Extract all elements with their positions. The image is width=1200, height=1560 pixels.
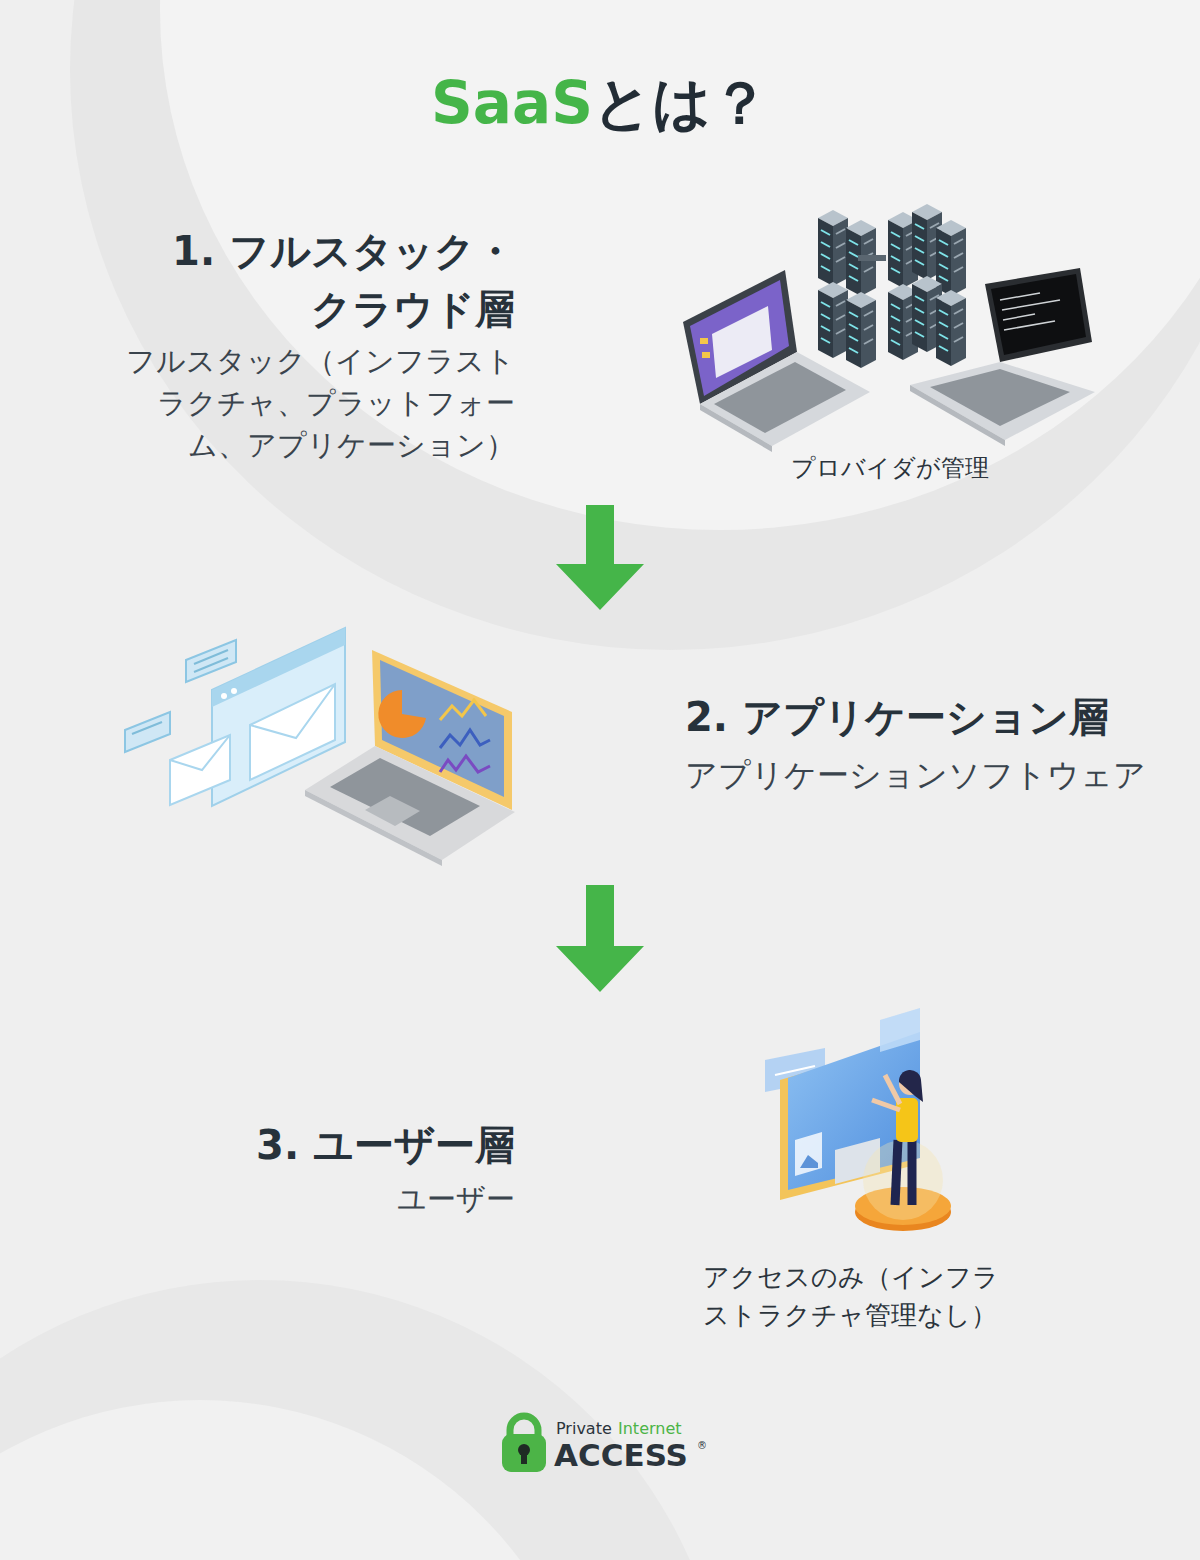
user-screen-part	[863, 1140, 943, 1220]
user-screen-part	[800, 1155, 818, 1168]
server-laptops-part	[936, 290, 966, 366]
server-laptops-part	[1000, 293, 1040, 300]
illustration-caption: アクセスのみ（インフラストラクチャ管理なし）	[703, 1258, 1025, 1334]
logo-text: Internet	[618, 1419, 698, 1439]
logo-icon	[502, 1416, 546, 1472]
email-laptop-part	[132, 722, 162, 734]
email-laptop-part	[221, 693, 227, 699]
title: SaaSとは？	[431, 70, 769, 136]
email-laptop-part	[305, 790, 442, 866]
email-laptop-part	[250, 684, 335, 738]
server-laptops-part	[700, 404, 772, 452]
illustration-caption: プロバイダが管理	[740, 452, 1040, 484]
registered-mark: ®	[697, 1440, 717, 1452]
background-part	[0, 1280, 730, 1560]
email-laptop-part	[194, 650, 228, 664]
email-laptop-part	[330, 758, 480, 836]
layer-group: 2. アプリケーション層アプリケーションソフトウェア	[100, 610, 1100, 885]
logo-icon-part	[510, 1416, 538, 1436]
server-laptops-part	[858, 255, 886, 261]
layer-description: アプリケーションソフトウェア	[685, 753, 1185, 797]
flow-arrow	[556, 885, 644, 992]
email-laptop-part	[186, 640, 236, 682]
logo-icon-part	[502, 1434, 546, 1472]
layer-heading: 2. アプリケーション層	[685, 688, 1185, 746]
server-laptops-part	[930, 369, 1070, 426]
server-laptops-part	[714, 362, 846, 433]
layer-description: フルスタック（インフラストラクチャ、プラットフォーム、アプリケーション）	[125, 340, 515, 466]
email-laptop-part	[125, 712, 170, 752]
email-laptop-part	[440, 730, 490, 748]
email-laptop-part	[305, 746, 515, 860]
user-screen-part	[795, 1132, 822, 1176]
logo-text: Private	[556, 1419, 616, 1439]
server-laptops-part	[712, 306, 772, 378]
layer-description: ユーザー	[140, 1178, 515, 1220]
email-laptop-part	[440, 756, 490, 772]
server-laptops-part	[1004, 321, 1055, 330]
user-screen-part	[896, 1098, 918, 1142]
email-laptop-part	[440, 700, 486, 720]
server-laptops-part	[700, 352, 870, 446]
server-laptops	[683, 204, 1095, 452]
server-laptops-part	[818, 210, 848, 286]
email-laptop	[125, 628, 515, 866]
email-laptop-part	[365, 796, 420, 826]
user-screen-part	[885, 1075, 900, 1104]
server-laptops-part	[910, 385, 1005, 446]
user-screen-part	[880, 1008, 920, 1052]
server-laptops-part	[1002, 300, 1060, 310]
background-part	[0, 1400, 600, 1560]
email-laptop-part	[231, 688, 237, 694]
email-laptop-part	[378, 690, 426, 738]
logo-wordmark: ACCESS	[554, 1436, 714, 1474]
server-laptops-part	[910, 362, 1095, 440]
email-laptop-part	[170, 735, 230, 805]
server-laptops-part	[985, 268, 1092, 362]
server-laptops-part	[846, 292, 876, 368]
server-laptops-part	[700, 338, 708, 344]
email-laptop-part	[250, 684, 335, 780]
layer-heading: 1. フルスタック・クラウド層	[140, 222, 515, 338]
server-laptops-part	[702, 352, 710, 358]
user-screen-part	[872, 1100, 900, 1110]
title-wrap: SaaSとは？	[0, 70, 1200, 136]
user-screen-part	[895, 1140, 898, 1205]
server-laptops-part	[1003, 314, 1035, 320]
flow-arrow	[556, 505, 644, 610]
layer-heading: 3. ユーザー層	[140, 1116, 515, 1174]
logo-icon-part	[521, 1452, 527, 1464]
email-laptop-part	[170, 735, 230, 770]
user-screen-part	[899, 1070, 923, 1102]
server-laptops-part	[818, 282, 848, 358]
server-laptops-part	[991, 274, 1086, 355]
email-laptop-part	[194, 658, 228, 672]
user-screen-part	[908, 1140, 917, 1205]
user-screen	[765, 1008, 951, 1231]
